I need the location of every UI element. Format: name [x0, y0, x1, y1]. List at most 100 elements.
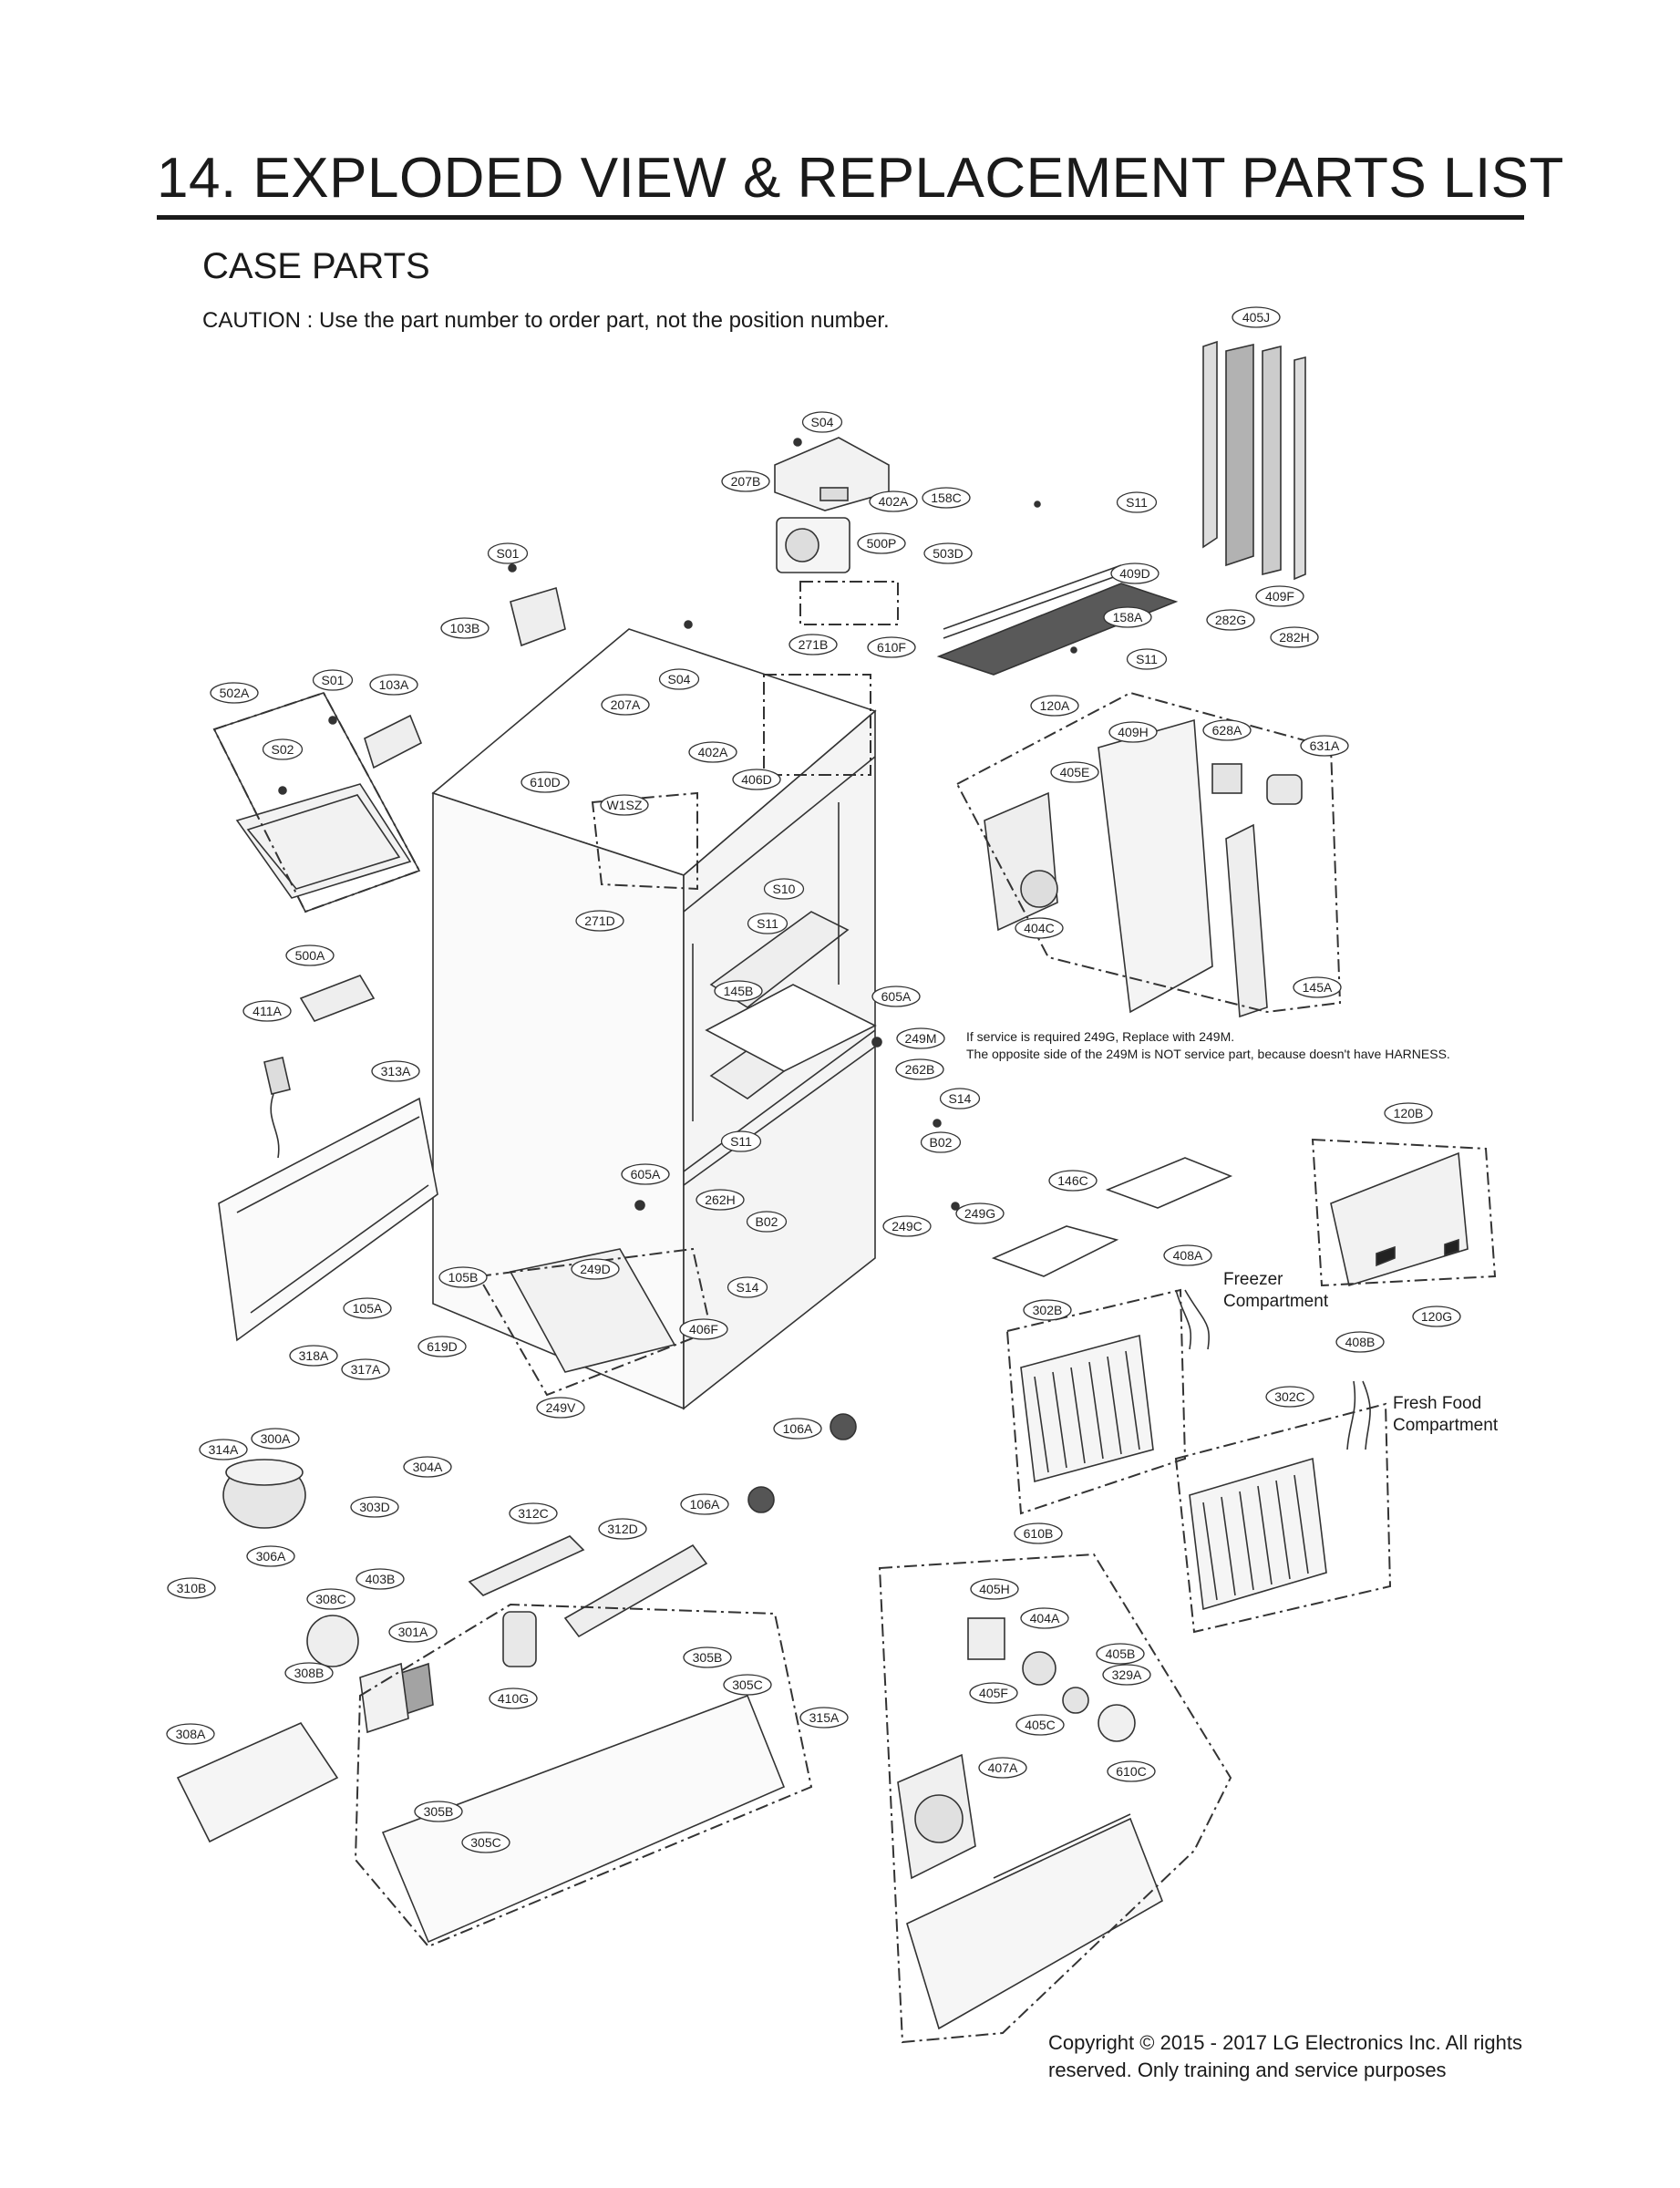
callout-404C: 404C	[1015, 917, 1064, 939]
callout-302B: 302B	[1023, 1299, 1072, 1321]
callout-610B: 610B	[1014, 1522, 1063, 1544]
callout-text: 619D	[427, 1339, 457, 1354]
part-120A	[984, 718, 1303, 1018]
callout-402A: 402A	[688, 741, 737, 763]
page-title: 14. EXPLODED VIEW & REPLACEMENT PARTS LI…	[157, 147, 1564, 210]
callout-text: 308C	[315, 1592, 345, 1606]
callout-bubble	[369, 674, 418, 696]
callout-bubble	[403, 1456, 452, 1478]
part-302C	[1189, 1457, 1327, 1611]
callout-text: 503D	[933, 546, 963, 561]
callout-text: 314A	[209, 1442, 239, 1457]
callout-282H: 282H	[1270, 626, 1319, 648]
callout-text: 158C	[931, 490, 961, 505]
callout-text: 410G	[498, 1691, 529, 1706]
callout-bubble	[1335, 1331, 1385, 1353]
callout-text: 405C	[1025, 1718, 1055, 1732]
callout-bubble	[1206, 609, 1255, 631]
callout-text: 405J	[1242, 310, 1270, 325]
callout-text: 103B	[450, 621, 480, 635]
callout-bubble	[1300, 735, 1349, 757]
callout-bubble	[727, 1276, 768, 1298]
callout-bubble	[536, 1397, 585, 1419]
section-subtitle: CASE PARTS	[202, 246, 430, 286]
callout-bubble	[680, 1493, 729, 1515]
callout-B02: B02	[746, 1211, 788, 1233]
callout-408A: 408A	[1163, 1244, 1212, 1266]
part-103A	[364, 714, 423, 769]
callout-503D: 503D	[923, 542, 973, 564]
callout-bubble	[1265, 1386, 1314, 1408]
callout-text: S11	[757, 916, 778, 931]
callout-text: 120B	[1394, 1106, 1424, 1120]
callout-text: 306A	[256, 1549, 286, 1564]
callout-bubble	[857, 532, 906, 554]
callout-631A: 631A	[1300, 735, 1349, 757]
callout-text: 403B	[366, 1572, 396, 1586]
callout-bubble	[746, 1211, 788, 1233]
part-411A	[263, 1057, 291, 1159]
callout-409D: 409D	[1110, 562, 1160, 584]
callout-bubble	[882, 1215, 932, 1237]
callout-text: 262H	[705, 1192, 735, 1207]
callout-text: 249C	[892, 1219, 922, 1233]
copyright-notice: Copyright © 2015 - 2017 LG Electronics I…	[1048, 2029, 1522, 2084]
callout-308A: 308A	[166, 1723, 215, 1745]
callout-405E: 405E	[1050, 761, 1099, 783]
callout-bubble	[312, 669, 354, 691]
callout-text: 249G	[964, 1206, 995, 1221]
callout-text: 315A	[809, 1710, 840, 1725]
callout-408B: 408B	[1335, 1331, 1385, 1353]
callout-text: S01	[497, 546, 520, 561]
callout-bubble	[1110, 562, 1160, 584]
part-146C	[991, 1157, 1233, 1277]
callout-404A: 404A	[1020, 1607, 1069, 1629]
callout-bubble	[341, 1358, 390, 1380]
callout-bubble	[920, 1131, 962, 1153]
callout-S04: S04	[658, 668, 700, 690]
callout-bubble	[683, 1646, 732, 1668]
freezer-label-line-2: Compartment	[1223, 1292, 1329, 1311]
callout-bubble	[799, 1707, 849, 1729]
callout-249D: 249D	[571, 1258, 620, 1280]
callout-407A: 407A	[978, 1757, 1027, 1779]
callout-249M: 249M	[896, 1027, 945, 1049]
callout-bubble	[461, 1832, 510, 1853]
callout-bubble	[1107, 1760, 1156, 1782]
part-315A	[381, 1694, 786, 1944]
callout-610D: 610D	[520, 771, 570, 793]
callout-bubble	[1384, 1102, 1433, 1124]
callout-bubble	[1116, 491, 1158, 513]
part-308A	[176, 1721, 339, 1843]
callout-302C: 302C	[1265, 1386, 1314, 1408]
callout-313A: 313A	[371, 1060, 420, 1082]
callout-text: 500P	[867, 536, 897, 551]
fasteners	[278, 438, 1077, 1513]
callout-text: 404C	[1024, 921, 1054, 935]
freezer-label-line-1: Freezer	[1223, 1270, 1283, 1289]
callout-146C: 146C	[1048, 1170, 1098, 1192]
callout-301A: 301A	[388, 1621, 438, 1643]
callout-300A: 300A	[251, 1428, 300, 1450]
callout-bubble	[978, 1757, 1027, 1779]
callout-text: 408B	[1345, 1335, 1376, 1349]
callout-bubble	[1202, 719, 1252, 741]
callout-bubble	[520, 771, 570, 793]
callout-314A: 314A	[199, 1439, 248, 1460]
callout-text: 610F	[877, 640, 906, 655]
callout-text: 408A	[1173, 1248, 1203, 1263]
callout-303D: 303D	[350, 1496, 399, 1518]
callout-bubble	[417, 1336, 467, 1357]
callout-bubble	[969, 1682, 1018, 1704]
callout-106A: 106A	[773, 1418, 822, 1440]
callout-249G: 249G	[955, 1202, 1005, 1224]
callout-bubble	[356, 1568, 405, 1590]
callout-text: 145A	[1303, 980, 1333, 995]
callout-W1SZ: W1SZ	[600, 794, 649, 816]
callout-bubble	[600, 794, 649, 816]
callout-text: 409F	[1265, 589, 1294, 604]
callout-405C: 405C	[1015, 1714, 1065, 1736]
callout-405B: 405B	[1096, 1643, 1145, 1665]
callout-bubble	[621, 1163, 670, 1185]
callout-bubble	[1255, 585, 1304, 607]
